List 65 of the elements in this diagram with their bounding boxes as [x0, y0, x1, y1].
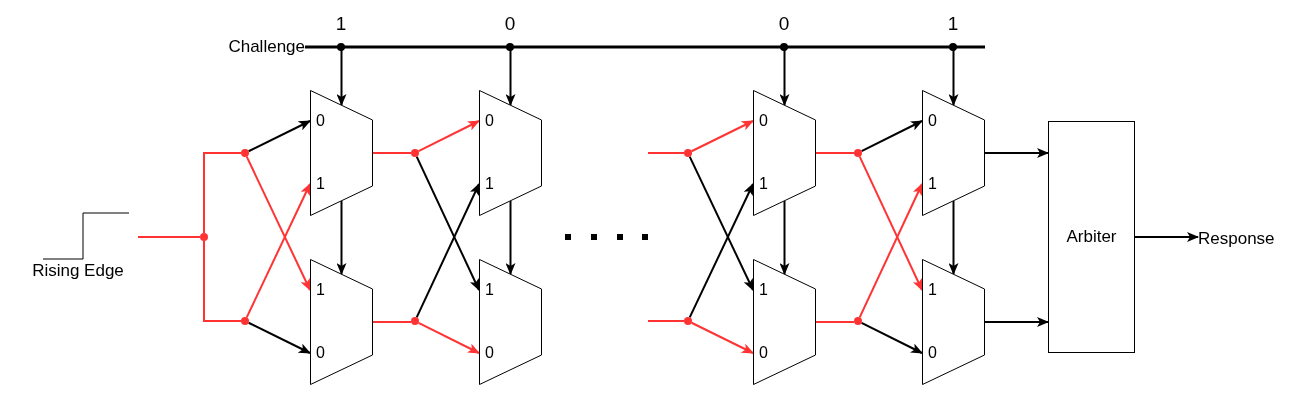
arrow	[860, 321, 923, 354]
arrow	[304, 46, 959, 106]
port-label: 1	[485, 175, 494, 193]
arrow	[688, 155, 754, 291]
arrow	[984, 317, 1049, 327]
input-label: Rising Edge	[32, 260, 124, 282]
arrow	[417, 120, 480, 153]
arrow	[690, 120, 754, 153]
port-label: 1	[759, 175, 768, 193]
multiplexer	[310, 259, 373, 385]
challenge-bit: 0	[777, 13, 791, 35]
arrow	[247, 120, 311, 153]
arrow	[336, 200, 347, 275]
arrow	[858, 183, 923, 319]
multiplexer	[479, 259, 542, 385]
port-label: 1	[485, 281, 494, 299]
signal-line	[647, 320, 685, 322]
port-label: 1	[316, 281, 325, 299]
arrow	[688, 183, 754, 319]
port-label: 1	[316, 175, 325, 193]
challenge-bit: 0	[503, 13, 517, 35]
port-label: 0	[759, 344, 768, 362]
multiplexer	[310, 90, 373, 216]
challenge-bit: 1	[946, 13, 960, 35]
port-label: 0	[485, 112, 494, 130]
signal-line	[647, 152, 685, 154]
arrow	[1134, 232, 1199, 242]
arrow	[245, 155, 311, 291]
port-label: 0	[928, 344, 937, 362]
arrow	[505, 200, 516, 275]
arrow	[860, 120, 923, 153]
port-label: 0	[759, 112, 768, 130]
port-label: 0	[485, 344, 494, 362]
arrow	[948, 200, 959, 275]
port-label: 1	[759, 281, 768, 299]
signal-line	[372, 152, 412, 154]
signal-line	[815, 152, 855, 154]
multiplexer	[753, 90, 816, 216]
bus-label: Challenge	[200, 36, 305, 58]
signal-line	[137, 236, 201, 238]
arrow	[984, 148, 1049, 158]
output-label: Response	[1198, 227, 1300, 251]
arrow	[415, 155, 480, 291]
port-label: 0	[316, 112, 325, 130]
challenge-bit: 1	[334, 13, 348, 35]
port-label: 1	[928, 281, 937, 299]
multiplexer	[922, 90, 985, 216]
multiplexer	[922, 259, 985, 385]
multiplexer	[479, 90, 542, 216]
arrow	[417, 321, 480, 354]
signal-line	[203, 152, 242, 234]
arrow	[858, 155, 923, 291]
signal-line	[372, 321, 412, 323]
signal-line	[815, 321, 855, 323]
port-label: 0	[316, 344, 325, 362]
arrow	[247, 321, 311, 354]
port-label: 1	[928, 175, 937, 193]
signal-line	[203, 240, 242, 322]
multiplexer	[753, 259, 816, 385]
arrow	[245, 183, 311, 319]
arrow	[779, 200, 790, 275]
arrow	[415, 183, 480, 319]
arrow	[690, 321, 754, 354]
port-label: 0	[928, 112, 937, 130]
arbiter-box: Arbiter	[1048, 121, 1135, 353]
